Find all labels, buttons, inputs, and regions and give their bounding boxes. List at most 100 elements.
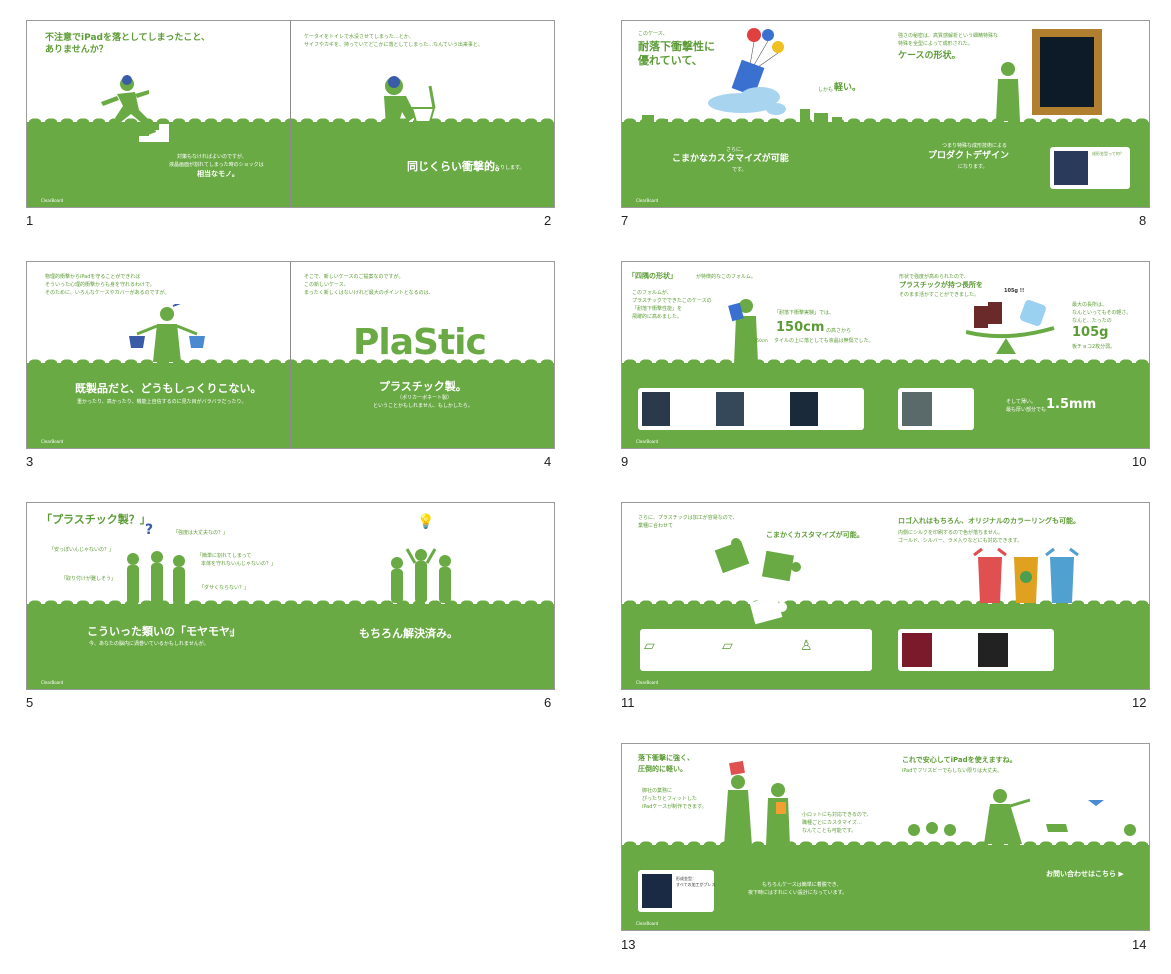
weight-bubble: 105g !! (1004, 288, 1025, 294)
right-emphasis: ケースの形状。 (898, 51, 961, 61)
left-line-1: 御社の業務に (642, 788, 673, 794)
right-emphasis: もちろん解決済み。 (359, 627, 458, 640)
customization-examples-card: ▱ ▱ ♙ (640, 629, 872, 671)
test-photo (790, 392, 818, 426)
scale-photo (902, 392, 932, 426)
mid-line-2: 職種ごとにカスタマイズ… (802, 820, 862, 826)
question-4: 「取り付けが難しそう」 (61, 576, 117, 582)
right-c: なんと、たったの (1072, 318, 1112, 324)
balloons-and-cloud-illustration (708, 28, 786, 115)
right-line-2: 特殊を全型によって成形された。 (898, 41, 973, 47)
page-number: 7 (621, 213, 629, 228)
question-1: 「強度は大丈夫なの？」 (173, 530, 229, 536)
bottom-left-small: さらに、 (726, 147, 746, 153)
right-a: 最大の長所は、 (1072, 302, 1108, 308)
brand-footer: ClearBoard (41, 439, 64, 444)
left-title: 「四隅の形状」 (628, 272, 677, 280)
test-photos-card (638, 388, 864, 430)
case-sketch-icon: ▱ (722, 638, 733, 654)
page-number: 12 (1132, 695, 1147, 710)
right-line-1: そこで、新しいケースのご提案なのですが。 (304, 274, 404, 280)
page-number: 10 (1132, 454, 1147, 469)
page-number: 11 (621, 695, 635, 710)
right-line-1: 内側にシルクを印刷するので色が落ちません。 (898, 530, 1003, 536)
left-emphasis: こまかくカスタマイズが可能。 (766, 531, 864, 539)
left-line-2: 業種に合わせて (638, 523, 674, 529)
red-case-photo (902, 633, 932, 667)
right-emphasis: ロゴ入れはもちろん、オリジナルのカラーリングも可能。 (898, 517, 1080, 525)
question-2: 「安っぽいんじゃないの？」 (49, 547, 115, 553)
scale-photo-card (898, 388, 974, 430)
page-number: 14 (1132, 937, 1147, 952)
mold-photo (642, 874, 672, 908)
mid-line-1: 小ロットにも対応できるので、 (802, 812, 872, 818)
bottom-left-tail: です。 (732, 167, 747, 173)
question-3b: 本体を守れないんじゃないの？」 (201, 561, 277, 567)
emphasis-text: 相当なモノ。 (197, 170, 239, 178)
body-line-1: 対策もなければよいのですが、 (177, 154, 247, 160)
spread-pages-7-8: このケース、 耐落下衝撃性に 優れていて、 しかも 軽い。 強さの秘密は、高質感… (621, 20, 1150, 208)
heading-line2: ありませんか？ (45, 45, 108, 55)
left-line-2: そういった心理的衝撃からも身を守れるわけで。 (45, 282, 155, 288)
figure-holding-clothes-illustration (129, 304, 205, 362)
brand-footer: ClearBoard (636, 439, 659, 444)
town-skyline-illustration (642, 109, 842, 135)
spread-pages-11-12: さらに、プラスチックは加工が容易なので、 業種に合わせて こまかくカスタマイズが… (621, 502, 1150, 690)
left-heading-2: 優れていて、 (638, 54, 703, 67)
right-sub-2: ということかもしれません、もしかしたら。 (373, 403, 473, 409)
left-line-3: iPadケースが制作できます。 (642, 804, 707, 810)
weight-value: 105g (1072, 325, 1109, 340)
right-emphasis-tail: だったりします。 (485, 165, 525, 171)
left-sub: 今、あなたの脳内に渦巻いているかもしれませんが。 (89, 641, 209, 647)
cheering-figures-illustration (391, 548, 451, 603)
right-line-2: ゴールド、シルバー、ラメ入りなどにも対応できます。 (898, 538, 1023, 544)
left-line-1: このフォルムが、 (632, 290, 672, 296)
left-emphasis-tail: が (229, 630, 235, 636)
spread-pages-3-4: 物理的衝撃からiPadを守ることができれば そういった心理的衝撃からも身を守れる… (26, 261, 555, 449)
light-label: しかも (818, 87, 834, 93)
puzzle-pieces-illustration (714, 538, 801, 625)
page-number: 3 (26, 454, 34, 469)
left-line-1: さらに、プラスチックは加工が容易なので、 (638, 515, 738, 521)
left-line-2: ぴったりとフィットした (642, 796, 697, 802)
bottom-right-small: つまり特殊な成形技術による (942, 143, 1007, 149)
left-emphasis: こういった類いの「モヤモヤ」 (87, 625, 241, 638)
mold-photo (1054, 151, 1088, 185)
figure-holding-ipad-illustration (728, 299, 758, 364)
page-number: 8 (1139, 213, 1147, 228)
thin-pre-1: そして薄い。 (1006, 399, 1036, 405)
bottom-left-emphasis: こまかなカスタマイズが可能 (672, 154, 789, 164)
case-sketch-icon: ▱ (644, 638, 655, 654)
card-title-2: すべての加工がプレス (676, 882, 716, 887)
worried-figures-illustration (127, 551, 185, 605)
right-line-2: この新しいケース、 (304, 282, 349, 288)
right-emphasis: プラスチック製。 (379, 380, 467, 393)
body-line-2: 液晶画面が割れてしまった時のショックは (169, 162, 264, 168)
left-heading-2: 圧倒的に軽い。 (638, 765, 687, 773)
right-top-text: ケータイをトイレで水没させてしまった…とか、 (304, 34, 414, 40)
page-number: 9 (621, 454, 629, 469)
contact-link[interactable]: お問い合わせはこちら ▶ (1046, 870, 1124, 878)
drop-height: 150cm (776, 320, 825, 335)
brand-footer: ClearBoard (636, 921, 659, 926)
left-small: このケース、 (638, 31, 668, 37)
right-line-1: 形状で強度が高められたので、 (899, 274, 969, 280)
bottom-right-tail: になります。 (958, 164, 988, 170)
height-tag: 150cm (754, 338, 768, 343)
test-photo (716, 392, 744, 426)
colorful-cases-figures-illustration (973, 547, 1079, 603)
left-heading-1: 耐落下衝撃性に (638, 40, 715, 53)
page-number: 13 (621, 937, 636, 952)
brand-footer: ClearBoard (41, 680, 64, 685)
brand-footer: ClearBoard (41, 198, 64, 203)
center-line-2: 夜下時にはすれにくい設計になっています。 (748, 890, 848, 896)
right-line-3: まったく新しくはないけれど最大のポイントとなるのは、 (304, 290, 434, 296)
left-line-3: 「耐落下衝撃性能」を (632, 306, 683, 312)
test-label: 「耐落下衝撃実験」では、 (774, 310, 835, 316)
brand-footer: ClearBoard (636, 680, 659, 685)
page-fold (290, 21, 291, 207)
two-figures-with-ipad-illustration (724, 760, 790, 846)
question-mark-icon: ? (145, 522, 154, 538)
page-number: 2 (544, 213, 552, 228)
left-emphasis: 既製品だと、どうもしっくりこない。 (75, 382, 262, 395)
